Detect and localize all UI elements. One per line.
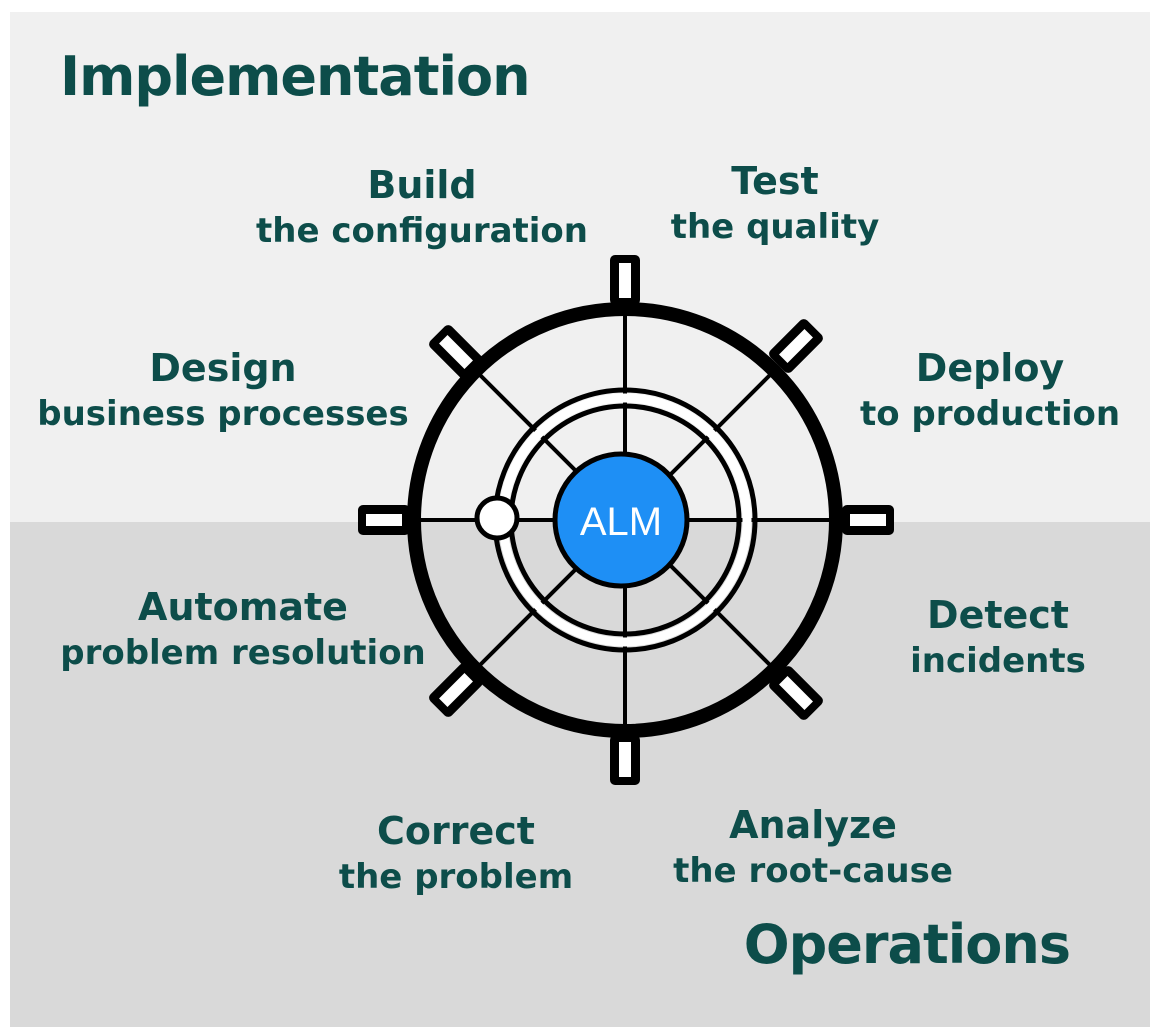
handle-top-left	[429, 325, 483, 379]
handle-bottom-left	[429, 663, 483, 717]
outer-rim	[407, 302, 843, 738]
operations-title: Operations	[743, 913, 1071, 976]
stage-deploy-verb: Deploy	[915, 346, 1065, 390]
handle-bottom-right	[769, 666, 823, 720]
stage-detect-object: incidents	[910, 640, 1086, 681]
stage-analyze: Analyze the root-cause	[673, 802, 953, 892]
stage-design-object: business processes	[37, 393, 409, 434]
wheel-handles	[358, 255, 894, 785]
position-marker	[474, 495, 520, 541]
stage-test-verb: Test	[731, 159, 819, 203]
stage-build: Build the configuration	[256, 162, 588, 252]
stage-detect-verb: Detect	[927, 593, 1069, 637]
operations-band	[10, 522, 1150, 1027]
stage-test: Test the quality	[671, 158, 880, 248]
stage-correct-verb: Correct	[377, 809, 535, 853]
implementation-title: Implementation	[60, 45, 531, 108]
stage-build-verb: Build	[367, 163, 477, 207]
alm-hub	[552, 451, 690, 589]
stage-correct: Correct the problem	[339, 808, 573, 898]
stage-analyze-object: the root-cause	[673, 850, 953, 891]
handle-top-right	[769, 319, 823, 373]
stage-automate-object: problem resolution	[60, 632, 426, 673]
stage-automate: Automate problem resolution	[60, 584, 426, 674]
stage-design: Design business processes	[37, 345, 408, 435]
alm-hub-label: ALM	[580, 500, 662, 544]
stage-test-object: the quality	[670, 206, 880, 247]
implementation-band	[10, 12, 1150, 522]
handle-right	[842, 505, 894, 535]
diagram-frame	[10, 12, 1150, 1027]
handle-left	[358, 505, 410, 535]
stage-design-verb: Design	[149, 346, 297, 390]
stage-deploy-object: to production	[859, 393, 1121, 434]
handle-top	[610, 255, 640, 305]
stage-detect: Detect incidents	[910, 592, 1086, 682]
stage-analyze-verb: Analyze	[729, 803, 897, 847]
stage-correct-object: the problem	[338, 856, 574, 897]
stage-automate-verb: Automate	[138, 585, 348, 629]
handle-bottom	[610, 735, 640, 785]
stage-deploy: Deploy to production	[860, 345, 1120, 435]
stage-build-object: the configuration	[256, 210, 588, 251]
